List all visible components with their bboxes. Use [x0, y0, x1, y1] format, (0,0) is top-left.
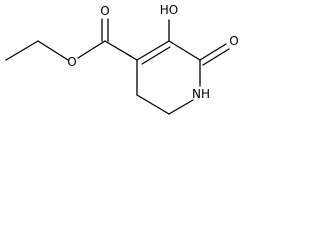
atom-label-ketone-oxygen: O — [229, 34, 238, 48]
bond-ester-oxygen-carbonyl — [77, 40, 106, 59]
bond-ring-c6-c5 — [136, 94, 170, 115]
chemical-structure: HO O NH O O — [5, 3, 239, 115]
atom-label-ester-ether-oxygen: O — [67, 55, 76, 69]
bond-ketone-double-a — [199, 43, 227, 61]
atom-label-ring-nitrogen: NH — [192, 87, 210, 101]
bond-ring-c3-c2 — [168, 40, 201, 61]
bond-ring-c4-c3-inner — [141, 46, 171, 65]
bond-ketone-double-b — [202, 48, 230, 66]
atom-label-ester-carbonyl-oxygen: O — [100, 4, 109, 18]
bond-ethyl-oxygen — [37, 40, 69, 61]
bond-carbonyl-ring — [104, 40, 138, 61]
atom-label-hydroxyl: HO — [160, 3, 178, 17]
bond-ring-c4-c3 — [136, 40, 170, 61]
bond-ethyl-terminal — [5, 40, 39, 61]
bond-ring-n-c6 — [168, 99, 194, 115]
